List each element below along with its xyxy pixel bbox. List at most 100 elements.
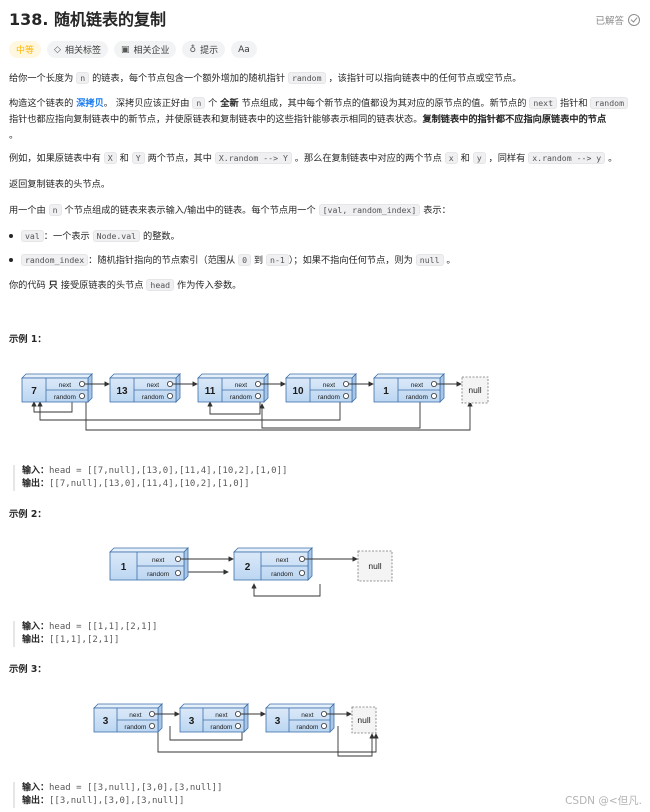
random-label: random — [271, 571, 293, 578]
example-2-nodes: 1 next random 2 next random null — [0, 540, 650, 610]
next-label: next — [301, 712, 313, 719]
node-value: 10 — [292, 386, 304, 397]
next-label: next — [411, 382, 423, 389]
linked-list-svg: 7nextrandom13nextrandom11nextrandom10nex… — [21, 373, 489, 404]
node-value: 1 — [121, 562, 127, 573]
description-paragraph-3: 例如，如果原链表中有 X 和 Y 两个节点，其中 X.random --> Y … — [9, 152, 618, 164]
pointer-dot — [174, 569, 181, 576]
related-tags-button[interactable]: ◇相关标签 — [47, 41, 108, 58]
random-label: random — [406, 394, 428, 401]
node-value: 3 — [275, 716, 281, 727]
next-label: next — [235, 382, 247, 389]
description-paragraph-2: 构造这个链表的 深拷贝。 深拷贝应该正好由 n 个 全新 节点组成，其中每个新节… — [9, 95, 640, 144]
pointer-dot — [254, 380, 261, 387]
pointer-dot — [166, 380, 173, 387]
null-node: null — [351, 706, 377, 734]
description-paragraph-4: 返回复制链表的头节点。 — [9, 179, 111, 190]
random-label: random — [124, 724, 146, 731]
bullet-dot — [9, 258, 13, 262]
pointer-dot — [166, 393, 173, 400]
list-node: 11 next random — [197, 373, 286, 403]
related-companies-button[interactable]: ▣相关企业 — [113, 41, 177, 58]
check-circle-icon — [628, 14, 640, 26]
random-label: random — [296, 724, 318, 731]
pointer-dot — [342, 380, 349, 387]
hint-button[interactable]: ♁提示 — [182, 41, 226, 58]
deep-copy-link[interactable]: 深拷贝 — [76, 98, 104, 109]
difficulty-badge: 中等 — [9, 41, 42, 58]
list-item-val: val：一个表示 Node.val 的整数。 — [9, 228, 640, 245]
node-value: 2 — [245, 562, 251, 573]
description-paragraph-6: 你的代码 只 接受原链表的头节点 head 作为传入参数。 — [9, 279, 242, 291]
next-label: next — [276, 557, 288, 564]
list-node: 1 next random — [373, 373, 462, 403]
pointer-dot — [298, 569, 305, 576]
pointer-dot — [320, 710, 327, 717]
next-label: next — [323, 382, 335, 389]
next-label: next — [59, 382, 71, 389]
null-label: null — [468, 385, 481, 395]
next-label: next — [215, 712, 227, 719]
solved-label: 已解答 — [595, 16, 624, 27]
list-node: 3 next random — [265, 703, 352, 733]
example-3-title: 示例 3： — [9, 664, 47, 675]
pointer-dot — [430, 380, 437, 387]
random-label: random — [54, 394, 76, 401]
random-label: random — [230, 394, 252, 401]
title-row: 138. 随机链表的复制 已解答 — [9, 9, 640, 31]
list-node: 10 next random — [285, 373, 374, 403]
example-1-diagram — [31, 394, 473, 431]
pointer-dot — [174, 555, 181, 562]
example-3-io: 输入：head = [[3,null],[3,0],[3,null]] 输出：[… — [13, 782, 222, 808]
pointer-dot — [234, 710, 241, 717]
lightbulb-icon: ♁ — [189, 44, 197, 55]
example-2-title: 示例 2： — [9, 509, 47, 520]
related-companies-label: 相关企业 — [133, 46, 170, 56]
node-value: 11 — [205, 386, 216, 397]
pointer-dot — [234, 722, 241, 729]
null-label: null — [368, 561, 381, 571]
hint-label: 提示 — [200, 46, 219, 56]
description-paragraph-5: 用一个由 n 个节点组成的链表来表示输入/输出中的链表。每个节点用一个 [val… — [9, 204, 451, 216]
pointer-dot — [320, 722, 327, 729]
list-node: 2 next random — [233, 547, 358, 581]
lock-icon: ▣ — [120, 44, 130, 55]
font-size-label: Aa — [238, 44, 250, 55]
node-value: 3 — [103, 716, 109, 727]
pointer-dot — [79, 393, 86, 400]
random-label: random — [147, 571, 169, 578]
pointer-dot — [148, 710, 155, 717]
bullet-dot — [9, 234, 13, 238]
tag-icon: ◇ — [54, 44, 61, 55]
example-2-io: 输入：head = [[1,1],[2,1]] 输出：[[1,1],[2,1]] — [13, 621, 157, 647]
description-paragraph-1: 给你一个长度为 n 的链表，每个节点包含一个额外增加的随机指针 random ，… — [9, 72, 522, 84]
problem-title[interactable]: 138. 随机链表的复制 — [9, 10, 167, 29]
example-3-diagram — [157, 726, 379, 757]
watermark: CSDN @<但凡. — [565, 795, 642, 807]
node-value: 1 — [383, 386, 389, 397]
random-label: random — [318, 394, 340, 401]
node-value: 3 — [189, 716, 195, 727]
null-node: null — [461, 376, 489, 404]
node-value: 7 — [31, 386, 37, 397]
pointer-dot — [298, 555, 305, 562]
pointer-dot — [254, 393, 261, 400]
next-label: next — [152, 557, 164, 564]
list-node: 1 next random — [109, 547, 234, 581]
pointer-dot — [148, 722, 155, 729]
pointer-dot — [79, 380, 86, 387]
node-value: 13 — [116, 386, 128, 397]
null-node: null — [357, 550, 393, 582]
font-size-button[interactable]: Aa — [231, 41, 257, 58]
pointer-dot — [342, 393, 349, 400]
related-tags-label: 相关标签 — [64, 46, 101, 56]
difficulty-label: 中等 — [16, 46, 35, 56]
example-1-io: 输入：head = [[7,null],[13,0],[11,4],[10,2]… — [13, 465, 287, 491]
next-label: next — [129, 712, 141, 719]
tag-bar: 中等 ◇相关标签 ▣相关企业 ♁提示 Aa — [9, 41, 257, 58]
